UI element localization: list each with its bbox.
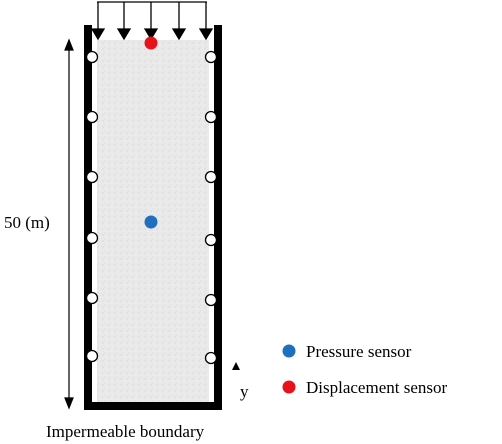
roller-icon bbox=[204, 50, 218, 64]
pressure-sensor-legend-icon bbox=[282, 344, 296, 358]
arrow-down-icon bbox=[143, 28, 159, 41]
right-rollers bbox=[204, 50, 218, 365]
axis-label: y bbox=[240, 382, 249, 401]
legend-label-pressure: Pressure sensor bbox=[306, 342, 412, 361]
roller-icon bbox=[204, 233, 218, 247]
arrow-up-icon bbox=[232, 362, 240, 370]
top-load-arrows bbox=[90, 1, 214, 41]
roller-icon bbox=[204, 170, 218, 184]
roller-icon bbox=[204, 293, 218, 307]
roller-icon bbox=[204, 110, 218, 124]
height-label: 50 (m) bbox=[4, 213, 50, 232]
right-wall bbox=[214, 25, 222, 410]
arrow-down-icon bbox=[198, 28, 214, 41]
height-dimension bbox=[64, 38, 74, 410]
roller-icon bbox=[85, 291, 99, 305]
roller-icon bbox=[204, 351, 218, 365]
impermeable-bottom bbox=[84, 402, 222, 410]
displacement-sensor-dot bbox=[144, 36, 158, 50]
roller-icon bbox=[85, 50, 99, 64]
roller-icon bbox=[85, 349, 99, 363]
roller-icon bbox=[85, 170, 99, 184]
pressure-sensor-dot bbox=[144, 215, 158, 229]
arrow-down-icon bbox=[171, 28, 187, 41]
roller-icon bbox=[85, 231, 99, 245]
arrow-down-icon bbox=[64, 397, 74, 410]
roller-icon bbox=[85, 110, 99, 124]
legend-label-displacement: Displacement sensor bbox=[306, 378, 447, 397]
arrow-down-icon bbox=[116, 28, 132, 41]
arrow-up-icon bbox=[64, 38, 74, 51]
legend: Pressure sensor Displacement sensor bbox=[282, 342, 447, 397]
left-wall bbox=[84, 25, 92, 410]
arrow-down-icon bbox=[90, 28, 106, 41]
displacement-sensor-legend-icon bbox=[282, 380, 296, 394]
bottom-boundary-label: Impermeable boundary bbox=[46, 422, 205, 441]
label-backdrop bbox=[36, 210, 66, 234]
left-rollers bbox=[85, 50, 99, 363]
